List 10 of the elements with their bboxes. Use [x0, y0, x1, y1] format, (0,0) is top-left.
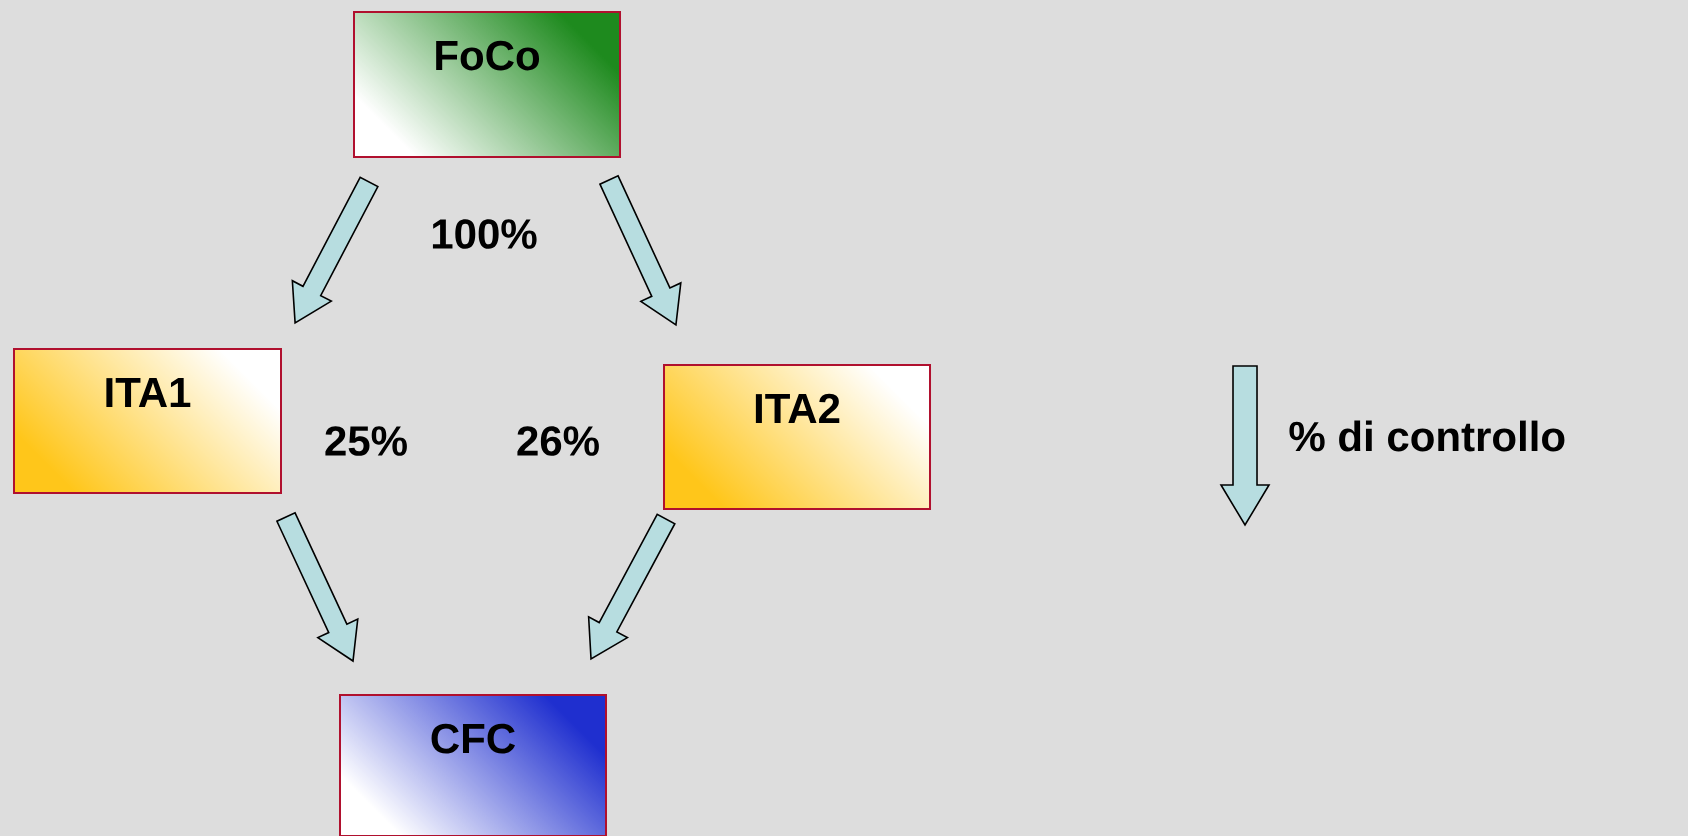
- company-box: ITA2: [663, 364, 931, 510]
- percent-label: 100%: [432, 219, 537, 249]
- company-box: FoCo: [353, 11, 621, 158]
- block-arrow: [587, 513, 676, 661]
- percent-label: 25%: [325, 426, 407, 456]
- block-arrow: [291, 176, 379, 325]
- legend-text: % di controllo: [1289, 420, 1565, 452]
- company-box: CFC: [339, 694, 607, 836]
- company-box: ITA1: [13, 348, 282, 494]
- percent-label: 26%: [517, 426, 599, 456]
